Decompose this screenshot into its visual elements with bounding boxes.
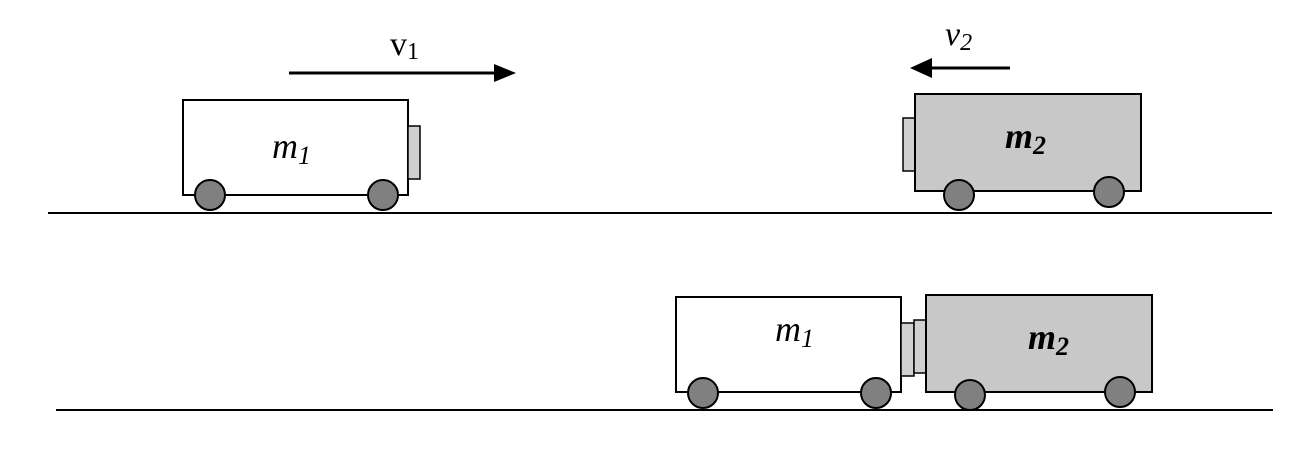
cart-1-wheel-left: [194, 179, 226, 211]
cart-1-top: m1: [182, 99, 421, 211]
cart-2-wheel-right: [1093, 176, 1125, 208]
cart-2-wheel-right: [1104, 376, 1136, 408]
velocity-arrow-2: [910, 58, 1010, 78]
velocity-arrow-1: [289, 64, 516, 82]
cart-2-bumper: [913, 319, 927, 374]
top-scene: v1 v2 m1 m2: [48, 16, 1272, 214]
cart-1-mass-label: m1: [272, 126, 311, 170]
cart-2-wheel-left: [943, 179, 975, 211]
velocity-label-2: v2: [945, 16, 972, 56]
cart-2-top: m2: [902, 93, 1142, 211]
velocity-label-1: v1: [390, 26, 419, 65]
cart-2-mass-label: m2: [1005, 116, 1046, 160]
cart-1-bumper: [407, 125, 421, 180]
bottom-scene: m1 m2: [56, 294, 1273, 411]
cart-2-wheel-left: [954, 379, 986, 411]
cart-1-bottom: m1: [675, 296, 915, 409]
cart-1-wheel-left: [687, 377, 719, 409]
cart-2-bumper: [902, 117, 916, 172]
cart-2-bottom: m2: [913, 294, 1153, 411]
cart-1-body: [182, 99, 409, 196]
cart-1-wheel-right: [860, 377, 892, 409]
cart-1-mass-label: m1: [775, 309, 814, 353]
cart-2-body: [914, 93, 1142, 192]
cart-2-body: [925, 294, 1153, 393]
cart-1-wheel-right: [367, 179, 399, 211]
cart-1-bumper: [900, 322, 915, 377]
cart-2-mass-label: m2: [1028, 317, 1069, 361]
cart-1-body: [675, 296, 902, 393]
